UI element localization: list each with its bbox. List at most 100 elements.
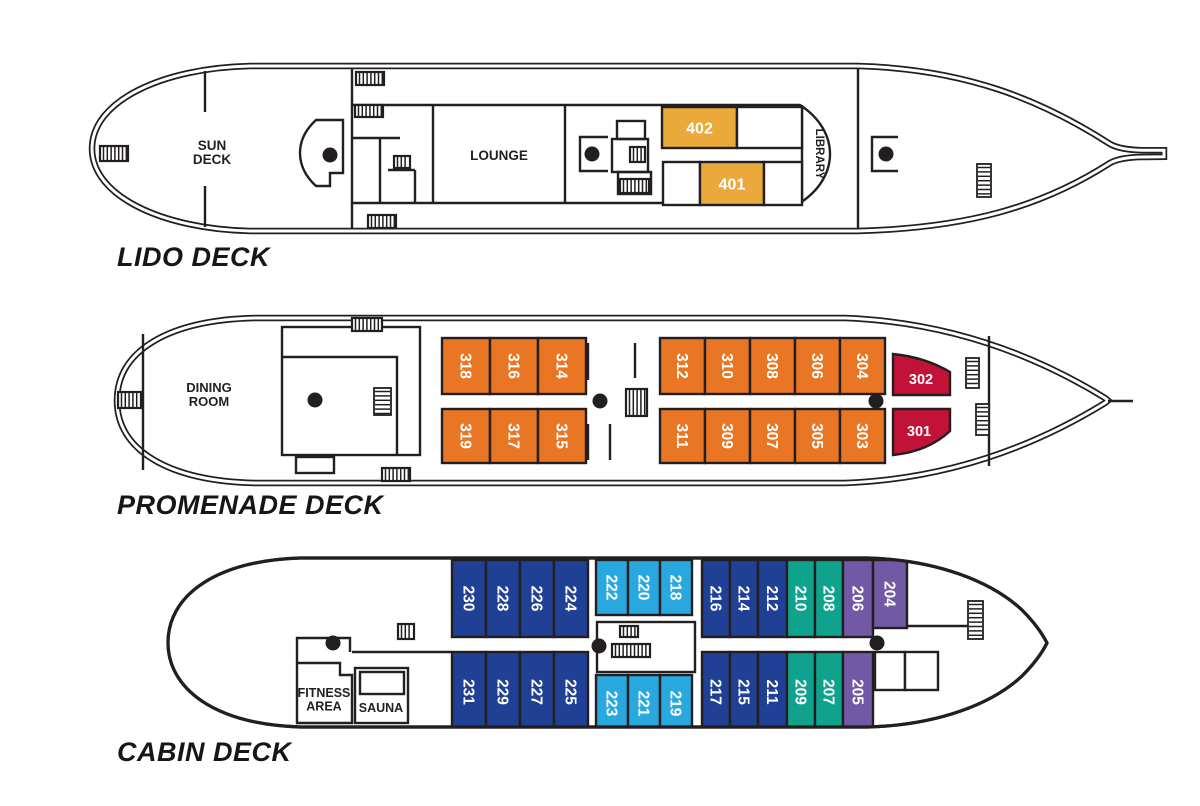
- stairs-icon: [353, 103, 385, 119]
- cabin-307[interactable]: [748, 407, 797, 465]
- cabin-label-226: 226: [527, 586, 544, 612]
- stairs-icon: [628, 145, 647, 164]
- cabin-402[interactable]: [660, 105, 739, 150]
- elevator-box: [870, 135, 898, 173]
- stairs-icon: [380, 466, 412, 483]
- cabin-label-314: 314: [552, 353, 569, 379]
- cabin-205[interactable]: [841, 650, 875, 732]
- cabin-319[interactable]: [440, 407, 492, 465]
- cabin-label-401: 401: [719, 176, 746, 193]
- cabin-401[interactable]: [698, 160, 766, 207]
- cabin-label-306: 306: [808, 353, 825, 379]
- stairs-icon: [967, 600, 984, 640]
- elevator-icon: [592, 393, 608, 409]
- cabin-label-312: 312: [673, 353, 690, 379]
- cabin-210[interactable]: [785, 558, 817, 639]
- cabin-311[interactable]: [658, 407, 707, 465]
- cabin-301[interactable]: [891, 407, 952, 457]
- cabin-231[interactable]: [450, 650, 488, 732]
- cabin-302[interactable]: [891, 352, 952, 397]
- elevator-icon: [325, 635, 341, 651]
- cabin-label-310: 310: [718, 353, 735, 379]
- cabin-312[interactable]: [658, 336, 707, 396]
- stairs-icon: [618, 177, 651, 195]
- cabin-label-305: 305: [808, 423, 825, 449]
- cabin-label-224: 224: [561, 586, 578, 612]
- label-sauna: SAUNA: [359, 701, 403, 715]
- cabin-219[interactable]: [658, 673, 694, 732]
- cabin-label-311: 311: [673, 423, 690, 448]
- cabin-228[interactable]: [484, 558, 522, 639]
- stairs-icon: [396, 622, 416, 641]
- cabin-225[interactable]: [552, 650, 590, 732]
- cabin-label-219: 219: [666, 691, 683, 717]
- cabin-label-214: 214: [734, 586, 751, 612]
- cabin-222[interactable]: [594, 558, 630, 617]
- cabin-label-319: 319: [456, 423, 473, 449]
- stairs-icon: [610, 642, 652, 659]
- cabin-318[interactable]: [440, 336, 492, 396]
- stairs-icon: [976, 163, 992, 198]
- lifeboat-pod: [298, 118, 345, 188]
- elevator-icon: [878, 146, 894, 162]
- cabin-label-309: 309: [718, 423, 735, 449]
- cabin-blank: [661, 160, 702, 207]
- cabin-206[interactable]: [841, 558, 875, 639]
- cabin-label-304: 304: [853, 353, 870, 379]
- cabin-207[interactable]: [813, 650, 845, 732]
- stairs-icon: [392, 154, 412, 170]
- elevator-icon: [322, 147, 338, 163]
- cabin-212[interactable]: [756, 558, 789, 639]
- cabin-blank: [762, 160, 804, 207]
- cabin-label-205: 205: [848, 679, 865, 705]
- cabin-303[interactable]: [838, 407, 887, 465]
- cabin-label-212: 212: [763, 586, 780, 612]
- cabin-310[interactable]: [703, 336, 752, 396]
- cabin-211[interactable]: [756, 650, 789, 732]
- stairs-icon: [98, 144, 130, 163]
- cabin-walls: [295, 620, 968, 725]
- cabin-label-316: 316: [504, 353, 521, 379]
- cabin-204[interactable]: [871, 558, 909, 630]
- cabin-216[interactable]: [700, 558, 732, 639]
- cabin-308[interactable]: [748, 336, 797, 396]
- cabin-label-402: 402: [686, 120, 713, 137]
- cabin-label-307: 307: [763, 423, 780, 449]
- stairs-icon: [373, 387, 392, 416]
- cabin-blank: [735, 105, 804, 150]
- cabin-label-209: 209: [791, 679, 808, 705]
- cabin-label-220: 220: [634, 575, 651, 601]
- elevator-icon: [584, 146, 600, 162]
- cabin-label-217: 217: [706, 679, 723, 705]
- cabin-label-222: 222: [602, 575, 619, 601]
- cabin-304[interactable]: [838, 336, 887, 396]
- cabin-label-208: 208: [819, 586, 836, 612]
- stairs-icon: [350, 316, 384, 333]
- cabin-label-318: 318: [456, 353, 473, 379]
- cabin-217[interactable]: [700, 650, 732, 732]
- stairs-icon: [624, 387, 649, 418]
- cabin-218[interactable]: [658, 558, 694, 617]
- cabin-223[interactable]: [594, 673, 630, 732]
- sauna-room: [353, 666, 410, 725]
- cabin-label-228: 228: [493, 586, 510, 612]
- cabin-label-303: 303: [853, 423, 870, 449]
- cabin-label-315: 315: [552, 423, 569, 449]
- label-library: LIBRARY: [813, 129, 825, 180]
- cabin-214[interactable]: [728, 558, 760, 639]
- cabin-315[interactable]: [536, 407, 588, 465]
- cabin-314[interactable]: [536, 336, 588, 396]
- stairs-icon: [354, 70, 386, 87]
- cabin-221[interactable]: [626, 673, 662, 732]
- cabin-label-302: 302: [909, 372, 933, 388]
- cabin-224[interactable]: [552, 558, 590, 639]
- cabin-label-229: 229: [493, 679, 510, 705]
- cabin-label-206: 206: [848, 586, 865, 612]
- cabin-317[interactable]: [488, 407, 540, 465]
- stairs-icon: [618, 624, 640, 639]
